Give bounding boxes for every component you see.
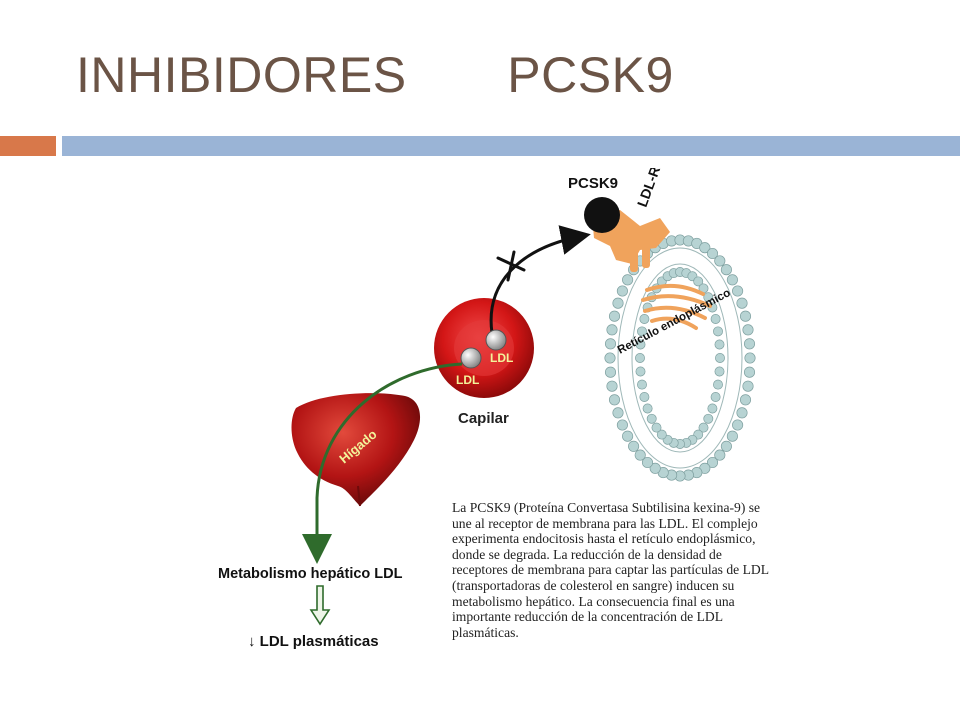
- membrane-bead: [743, 366, 756, 378]
- membrane-bead: [698, 422, 709, 433]
- membrane-bead: [726, 430, 738, 442]
- membrane-bead: [706, 456, 719, 469]
- membrane-bead: [651, 422, 662, 433]
- membrane-bead: [639, 392, 650, 402]
- membrane-bead: [703, 292, 714, 303]
- membrane-bead: [608, 394, 621, 406]
- ldl-r-label: LDL-R: [634, 168, 663, 209]
- membrane-bead: [714, 366, 725, 377]
- membrane-bead: [714, 449, 726, 461]
- capilar-label: Capilar: [458, 410, 509, 427]
- membrane-bead: [608, 310, 621, 322]
- ldl-label-bottom: LDL: [456, 373, 479, 387]
- ldl-particle-shape: [485, 329, 507, 351]
- liver-shape: [291, 393, 421, 507]
- membrane-bead: [604, 338, 617, 350]
- slide-title: INHIBIDORES PCSK9: [76, 47, 674, 103]
- membrane-bead: [699, 242, 711, 254]
- title-divider-bar: [62, 136, 960, 156]
- membrane-bead: [720, 264, 732, 276]
- membrane-bead: [713, 379, 723, 390]
- membrane-bead: [726, 274, 738, 286]
- ldl-label-top: LDL: [490, 351, 513, 365]
- membrane-bead: [612, 407, 624, 419]
- membrane-bead: [732, 419, 744, 431]
- membrane-bead: [642, 403, 653, 414]
- membrane-bead: [622, 274, 634, 286]
- membrane-bead: [622, 430, 634, 442]
- membrane-bead: [628, 440, 640, 452]
- membrane-bead: [715, 353, 725, 363]
- membrane-bead: [710, 314, 721, 324]
- endoplasmic-reticulum-shape: [641, 283, 712, 330]
- membrane-bead: [635, 339, 646, 350]
- pcsk9-mechanism-diagram: PCSK9 LDL-R Retículo endoplásmico LDL LD…: [218, 168, 756, 650]
- ldl-plasmaticas-label: ↓ LDL plasmáticas: [248, 633, 379, 650]
- membrane-bead: [744, 352, 756, 364]
- membrane-bead: [732, 285, 744, 297]
- membrane-bead: [656, 429, 667, 440]
- membrane-bead: [742, 380, 754, 392]
- membrane-bead: [616, 285, 628, 297]
- diagram-caption: La PCSK9 (Proteína Convertasa Subtilisin…: [452, 500, 769, 640]
- membrane-bead: [703, 413, 714, 424]
- hepatic-uptake-arrow: [302, 362, 463, 564]
- membrane-bead: [637, 326, 647, 337]
- membrane-bead: [634, 449, 646, 461]
- pcsk9-label: PCSK9: [568, 175, 618, 192]
- cell-membrane-vesicle: [604, 234, 756, 482]
- membrane-bead: [635, 366, 646, 377]
- block-cross-icon: [496, 250, 526, 282]
- membrane-bead: [649, 462, 661, 474]
- membrane-bead: [736, 407, 748, 419]
- membrane-bead: [739, 310, 752, 322]
- title-accent-bar: [0, 136, 56, 156]
- membrane-bead: [736, 297, 748, 309]
- membrane-bead: [641, 456, 654, 469]
- membrane-bead: [604, 352, 616, 364]
- membrane-bead: [707, 403, 718, 414]
- membrane-bead: [637, 379, 647, 390]
- membrane-bead: [604, 366, 617, 378]
- membrane-bead: [606, 380, 618, 392]
- membrane-bead: [706, 247, 719, 260]
- membrane-bead: [743, 338, 756, 350]
- membrane-bead: [606, 324, 618, 336]
- membrane-bead: [714, 339, 725, 350]
- membrane-bead: [710, 392, 721, 402]
- membrane-bead: [739, 394, 752, 406]
- membrane-bead: [693, 276, 704, 287]
- membrane-bead: [639, 314, 650, 324]
- ldl-particle-shape: [460, 347, 482, 369]
- pcsk9-protein-shape: [584, 197, 620, 233]
- membrane-bead: [616, 419, 628, 431]
- membrane-bead: [714, 255, 726, 267]
- membrane-bead: [713, 326, 723, 337]
- membrane-bead: [742, 324, 754, 336]
- membrane-bead: [720, 440, 732, 452]
- membrane-bead: [612, 297, 624, 309]
- metabolismo-hepatico-label: Metabolismo hepático LDL: [218, 566, 403, 582]
- membrane-bead: [646, 413, 657, 424]
- membrane-bead: [635, 353, 645, 363]
- down-arrow-icon: [309, 585, 331, 626]
